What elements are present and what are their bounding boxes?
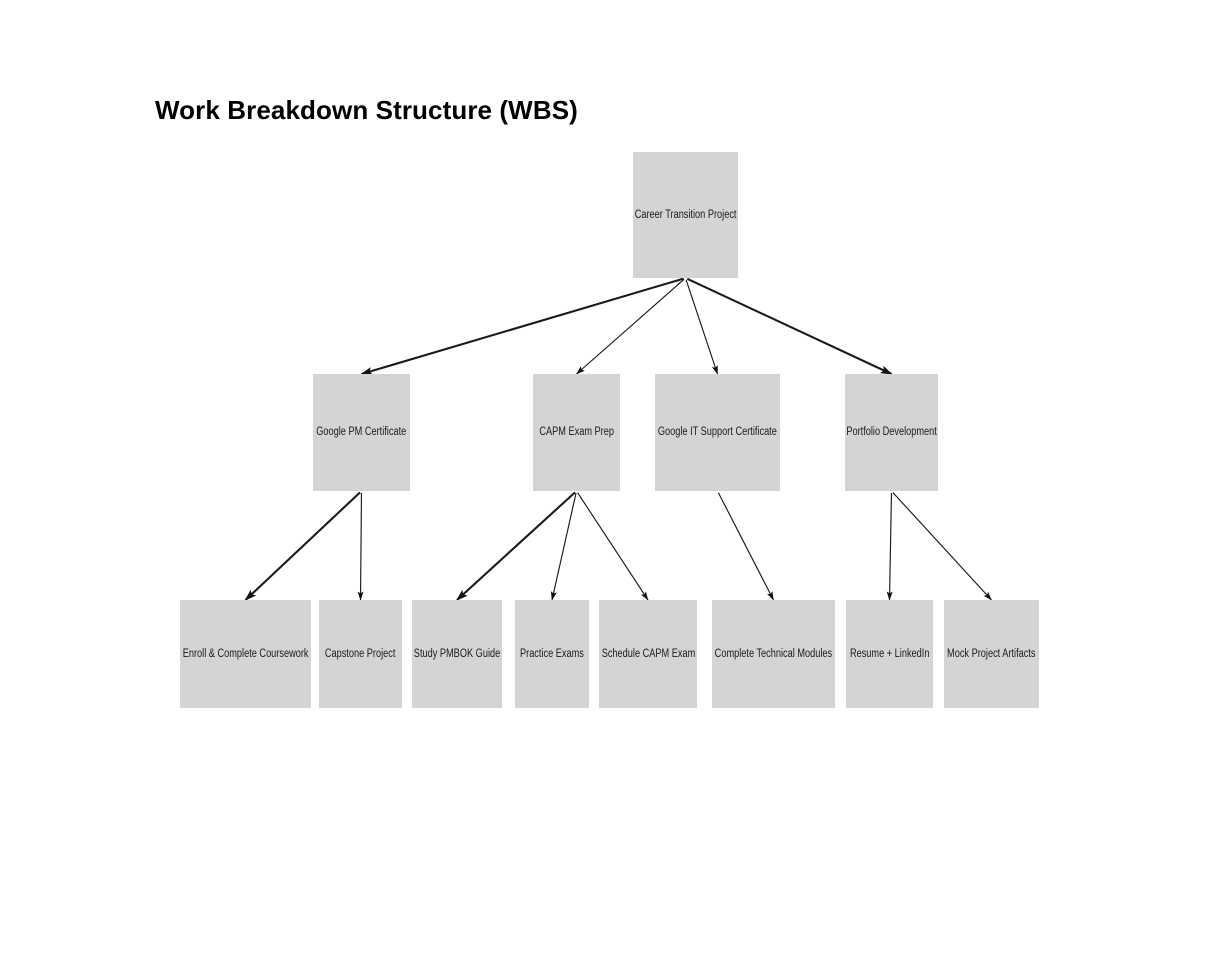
wbs-node-label: Career Transition Project [634,208,737,221]
wbs-node-google-pm-certificate[interactable]: Google PM Certificate [313,374,410,491]
edge-google-pm-certificate-to-capstone-project [357,492,364,601]
edge-google-pm-certificate-to-enroll-complete-coursework [244,491,361,601]
wbs-node-study-pmbok-guide[interactable]: Study PMBOK Guide [412,600,502,708]
wbs-node-schedule-capm-exam[interactable]: Schedule CAPM Exam [599,600,697,708]
wbs-node-complete-technical-modules[interactable]: Complete Technical Modules [712,600,835,708]
edge-root-to-google-it-support-certificate [685,279,719,375]
edge-google-it-support-certificate-to-complete-technical-modules [717,492,775,601]
wbs-node-label: Complete Technical Modules [714,647,833,660]
edge-portfolio-development-to-mock-project-artifacts [892,492,992,601]
wbs-node-capm-exam-prep[interactable]: CAPM Exam Prep [533,374,620,491]
page-title: Work Breakdown Structure (WBS) [155,95,578,125]
edge-portfolio-development-to-resume-linkedin [886,492,893,601]
edge-capm-exam-prep-to-schedule-capm-exam [577,492,649,601]
wbs-node-practice-exams[interactable]: Practice Exams [515,600,589,708]
wbs-node-label: Google PM Certificate [316,426,407,439]
wbs-node-label: Portfolio Development [846,426,937,439]
wbs-node-label: CAPM Exam Prep [539,426,614,439]
wbs-node-label: Capstone Project [325,647,396,660]
edge-root-to-google-pm-certificate [360,277,684,376]
wbs-node-label: Mock Project Artifacts [947,647,1036,660]
wbs-node-enroll-complete-coursework[interactable]: Enroll & Complete Coursework [180,600,311,708]
wbs-node-label: Enroll & Complete Coursework [182,647,309,660]
wbs-node-mock-project-artifacts[interactable]: Mock Project Artifacts [944,600,1039,708]
wbs-node-label: Schedule CAPM Exam [601,647,695,660]
wbs-node-resume-linkedin[interactable]: Resume + LinkedIn [846,600,933,708]
edge-root-to-capm-exam-prep [576,278,685,375]
edge-capm-exam-prep-to-practice-exams [550,492,577,601]
wbs-node-root[interactable]: Career Transition Project [633,152,738,278]
wbs-node-capstone-project[interactable]: Capstone Project [319,600,402,708]
wbs-node-label: Resume + LinkedIn [849,647,930,660]
edge-capm-exam-prep-to-study-pmbok-guide [456,491,576,601]
wbs-node-label: Study PMBOK Guide [413,647,501,660]
wbs-node-label: Google IT Support Certificate [658,426,778,439]
wbs-node-google-it-support-certificate[interactable]: Google IT Support Certificate [655,374,780,491]
wbs-node-portfolio-development[interactable]: Portfolio Development [845,374,938,491]
edge-root-to-portfolio-development [686,277,893,375]
wbs-node-label: Practice Exams [520,647,584,660]
